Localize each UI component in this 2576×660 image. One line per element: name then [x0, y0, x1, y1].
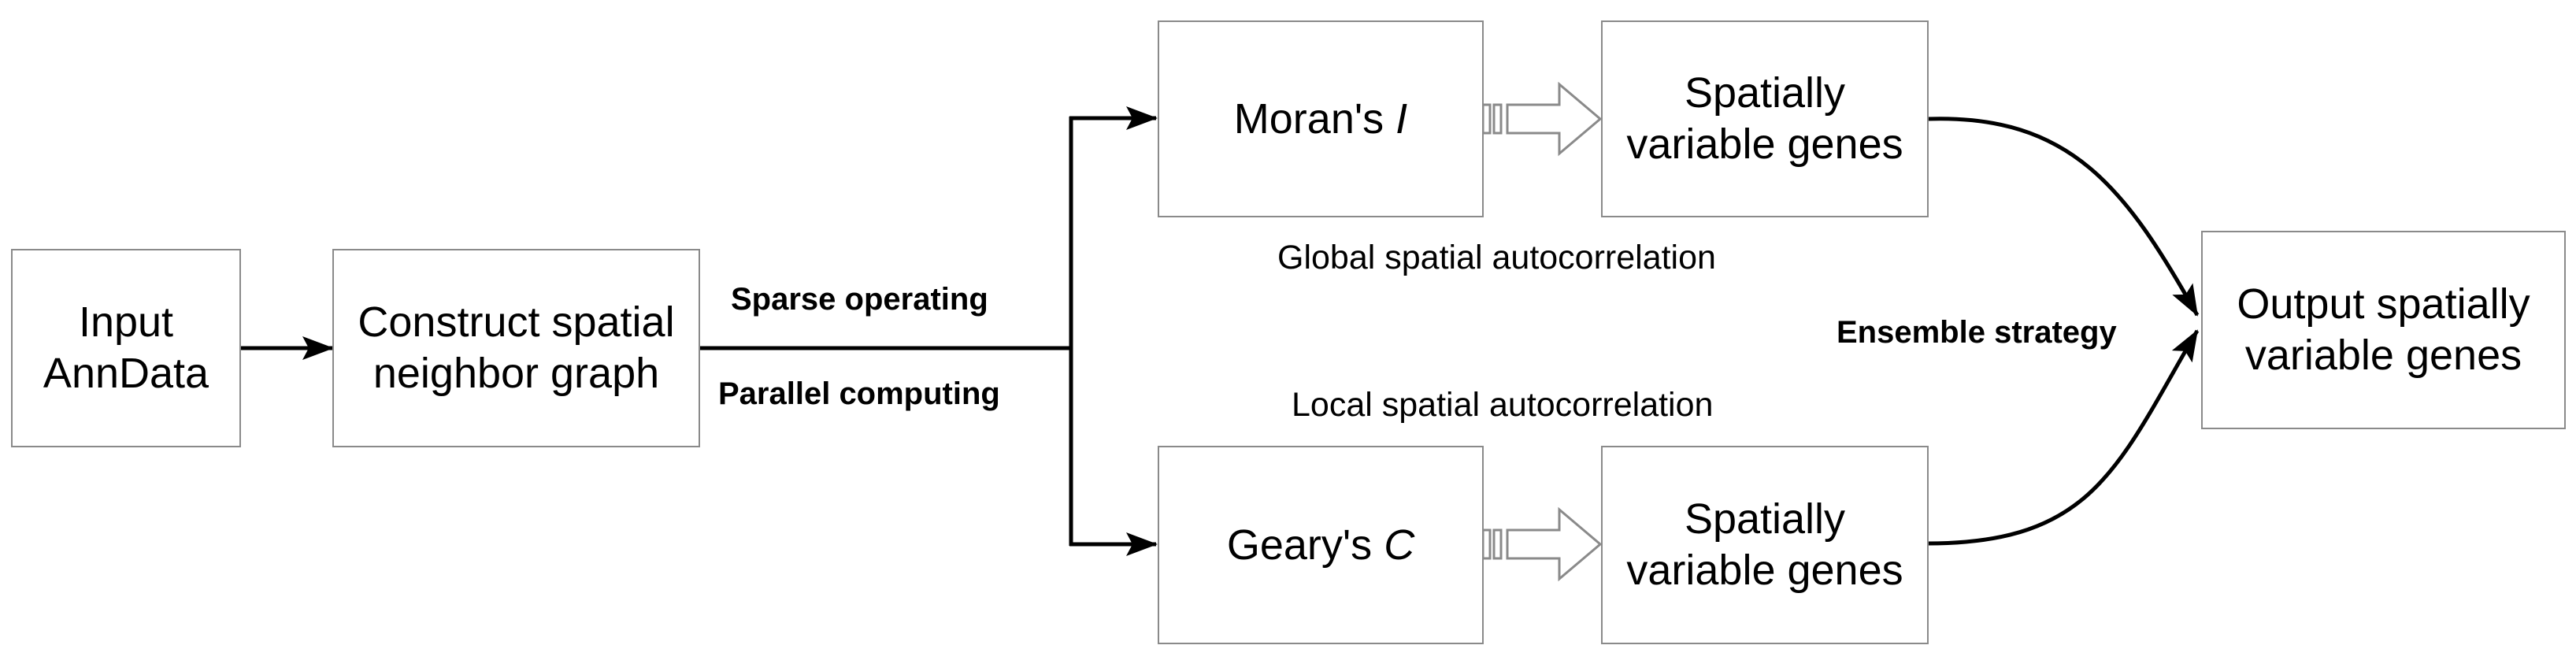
- node-output-line-2: variable genes: [2244, 332, 2522, 379]
- node-gearys-symbol: C: [1384, 521, 1415, 569]
- node-morans-i: Moran's I: [1158, 20, 1484, 217]
- node-svg-top-line-1: Spatially: [1684, 69, 1846, 117]
- node-input-line-2: AnnData: [43, 350, 209, 397]
- node-morans-text: Moran's I: [1234, 94, 1407, 145]
- node-morans-label: Moran's: [1233, 95, 1396, 143]
- hollow-arrow-top: [1481, 81, 1603, 157]
- node-gearys-c: Geary's C: [1158, 446, 1484, 644]
- node-svg-bottom: Spatially variable genes: [1601, 446, 1929, 644]
- node-construct-graph: Construct spatial neighbor graph: [332, 249, 700, 447]
- node-input-line-1: Input: [78, 298, 174, 347]
- node-svg-bottom-line-1: Spatially: [1684, 495, 1846, 543]
- label-global-autocorrelation: Global spatial autocorrelation: [1277, 239, 1716, 276]
- node-svg-top-line-2: variable genes: [1626, 121, 1903, 168]
- node-output-line-1: Output spatially: [2237, 280, 2530, 328]
- node-gearys-label: Geary's: [1226, 521, 1384, 569]
- node-gearys-text: Geary's C: [1227, 520, 1414, 571]
- node-construct-line-2: neighbor graph: [373, 350, 660, 397]
- node-output: Output spatially variable genes: [2201, 231, 2566, 429]
- curve-top-to-output: [1927, 117, 2200, 317]
- curve-bottom-to-output: [1927, 329, 2200, 546]
- label-local-autocorrelation: Local spatial autocorrelation: [1292, 386, 1714, 424]
- hollow-arrow-bottom: [1481, 506, 1603, 582]
- node-svg-bottom-line-2: variable genes: [1626, 547, 1903, 594]
- node-input-anndata: Input AnnData: [11, 249, 241, 447]
- node-construct-line-1: Construct spatial: [358, 298, 675, 347]
- label-ensemble-strategy: Ensemble strategy: [1837, 315, 2117, 350]
- label-parallel-computing: Parallel computing: [718, 376, 1000, 411]
- label-sparse-operating: Sparse operating: [731, 282, 988, 317]
- node-morans-symbol: I: [1395, 95, 1408, 143]
- node-svg-top: Spatially variable genes: [1601, 20, 1929, 217]
